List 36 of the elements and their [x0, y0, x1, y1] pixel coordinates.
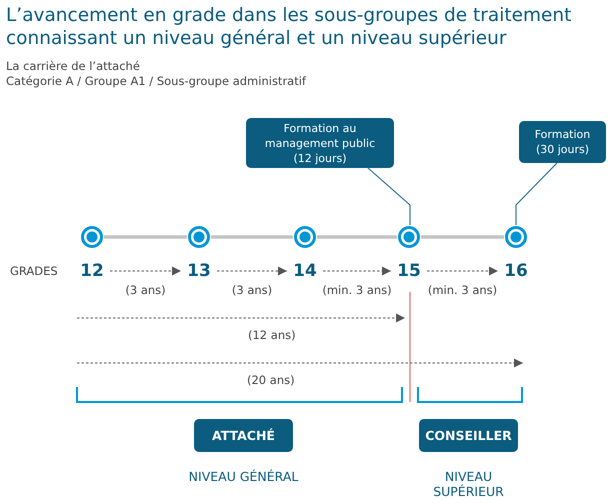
duration-label: (min. 3 ans): [320, 283, 394, 297]
timeline-line: [421, 235, 504, 239]
subtitle: Catégorie A / Groupe A1 / Sous-groupe administratif: [6, 74, 306, 88]
duration-label: (3 ans): [123, 283, 168, 297]
timeline-line: [104, 235, 187, 239]
timeline-marker: [80, 225, 104, 249]
leader-line: [516, 162, 558, 226]
timeline-marker: [187, 225, 211, 249]
training-callout: Formation au management public (12 jours): [246, 118, 394, 168]
timeline-marker: [504, 225, 528, 249]
duration-label: (min. 3 ans): [426, 283, 500, 297]
timeline-line: [211, 235, 293, 239]
grade-number: 15: [394, 260, 424, 282]
grade-number: 16: [501, 260, 531, 282]
duration-label: (12 ans): [248, 328, 296, 342]
row-label: GRADES: [10, 264, 58, 278]
level-caption: NIVEAU SUPÉRIEUR: [432, 469, 505, 499]
rank-box: CONSEILLER: [419, 419, 518, 452]
dashed-arrow: [322, 266, 392, 276]
timeline-line: [317, 235, 397, 239]
grade-number: 13: [184, 260, 214, 282]
subtitle: La carrière de l’attaché: [6, 59, 140, 73]
leader-line: [368, 168, 410, 226]
rank-box: ATTACHÉ: [194, 419, 293, 452]
duration-label: (20 ans): [247, 373, 295, 387]
dashed-arrow: [216, 266, 288, 276]
duration-label: (3 ans): [230, 283, 274, 297]
timeline-marker: [397, 225, 421, 249]
level-caption: NIVEAU GÉNÉRAL: [188, 469, 300, 484]
title: L’avancement en grade dans les sous-groupes de traitement connaissant un niveau général et un niveau supérieur: [6, 4, 572, 50]
dashed-arrow: [426, 266, 498, 276]
grade-number: 12: [77, 260, 107, 282]
dashed-arrow: [110, 266, 182, 276]
timeline-marker: [293, 225, 317, 249]
training-callout: Formation (30 jours): [519, 121, 606, 163]
grade-number: 14: [290, 260, 320, 282]
